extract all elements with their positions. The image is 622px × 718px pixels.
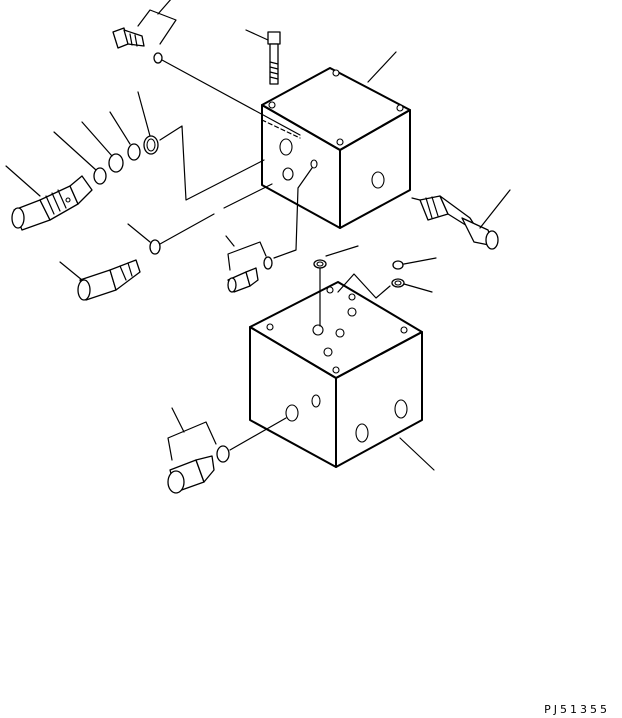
lower-block-orings (314, 246, 436, 326)
plug-center (226, 168, 312, 292)
upper-valve-block (262, 68, 410, 228)
plug-lower-left (168, 408, 434, 493)
plug-top-left (113, 0, 300, 135)
lower-valve-block (250, 282, 422, 467)
relief-cartridge-right (412, 190, 510, 249)
relief-cartridge-left (6, 92, 264, 230)
hex-bolt (246, 30, 280, 84)
plug-left-lower (60, 184, 272, 300)
leader-line (368, 52, 396, 82)
figure-part-number: PJ51355 (544, 703, 610, 716)
